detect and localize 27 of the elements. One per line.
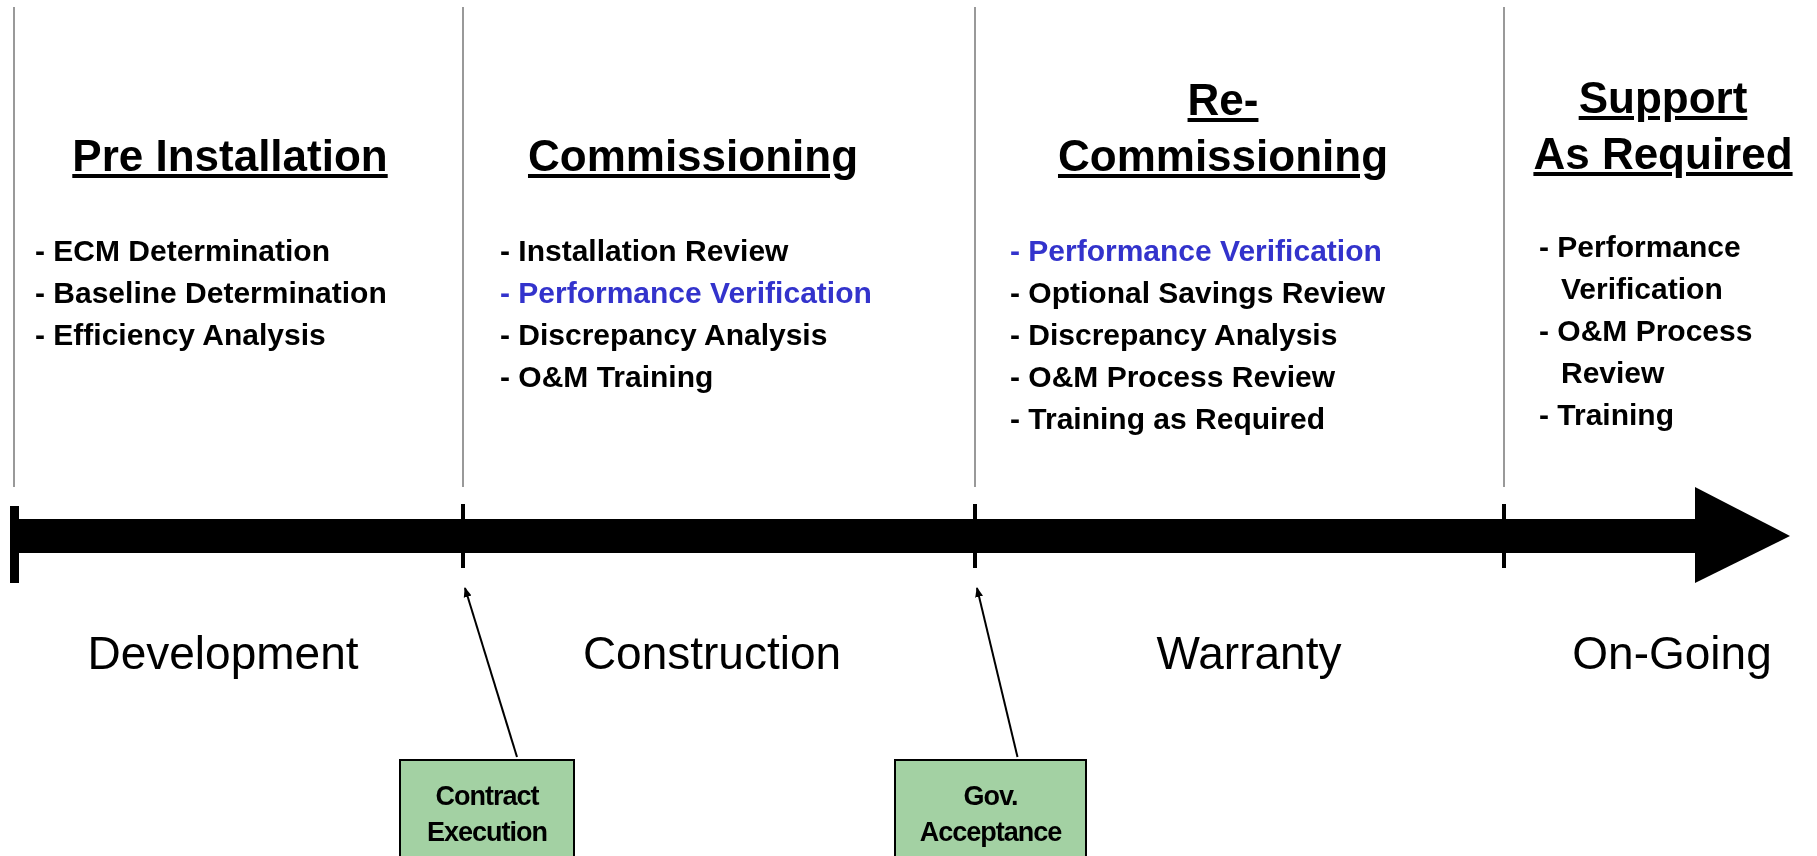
column-heading: Support As Required [1532,72,1794,180]
list-item: - Performance Verification [1010,233,1383,269]
list-item: - ECM Determination [35,233,332,269]
leader-arrow [463,587,518,758]
phase-label: Construction [581,626,843,680]
list-item: - Performance Verification [500,275,873,311]
phase-label: On-Going [1571,626,1773,680]
list-item: - O&M Process Review [1010,359,1337,395]
list-item: - Training [1539,397,1675,433]
phase-label: Development [86,626,360,680]
leader-arrow [975,587,1019,758]
list-item: - Efficiency Analysis [35,317,327,353]
milestone-box: Gov. Acceptance [894,759,1087,856]
column-heading: Re-Commissioning [1057,74,1389,182]
list-item: - Discrepancy Analysis [1010,317,1339,353]
list-item: - Training as Required [1010,401,1327,437]
phase-label: Warranty [1155,626,1343,680]
milestone-box: Contract Execution [399,759,575,856]
column-heading: Pre Installation [71,130,389,182]
list-item: - Performance Verification [1539,229,1742,307]
list-item: - Optional Savings Review [1010,275,1387,311]
list-item: - Baseline Determination [35,275,388,311]
column-heading: Commissioning [527,130,859,182]
list-item: - O&M Training [500,359,715,395]
list-item: - Discrepancy Analysis [500,317,829,353]
list-item: - Installation Review [500,233,790,269]
list-item: - O&M Process Review [1539,313,1754,391]
